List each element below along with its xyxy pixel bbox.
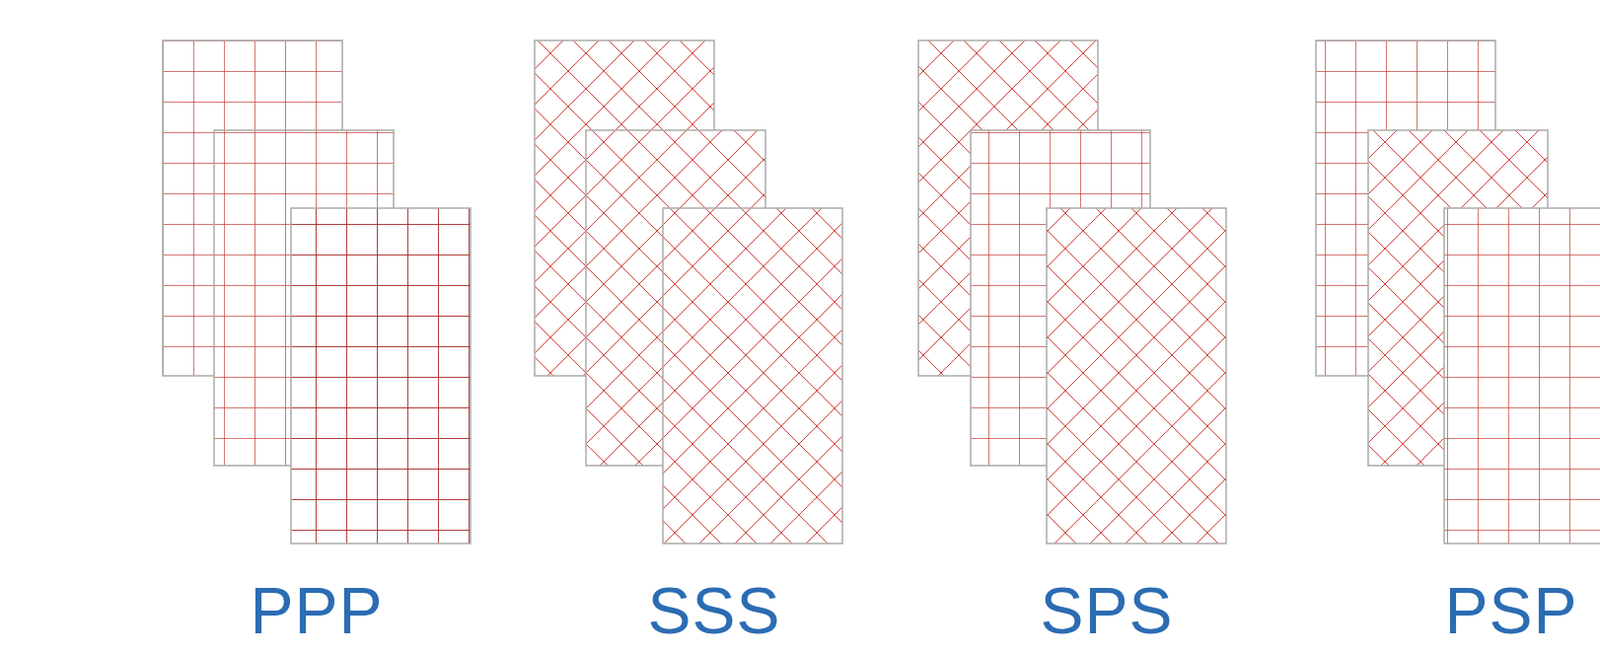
layup-label: PSP [1444, 578, 1578, 644]
ply-stack [1315, 40, 1600, 544]
layup-label: SPS [1039, 578, 1173, 644]
layup-label: SSS [647, 578, 781, 644]
ply-stack [534, 40, 843, 544]
ply-stack [918, 40, 1227, 544]
ply-stack [162, 40, 471, 544]
layup-label: PPP [249, 578, 383, 644]
